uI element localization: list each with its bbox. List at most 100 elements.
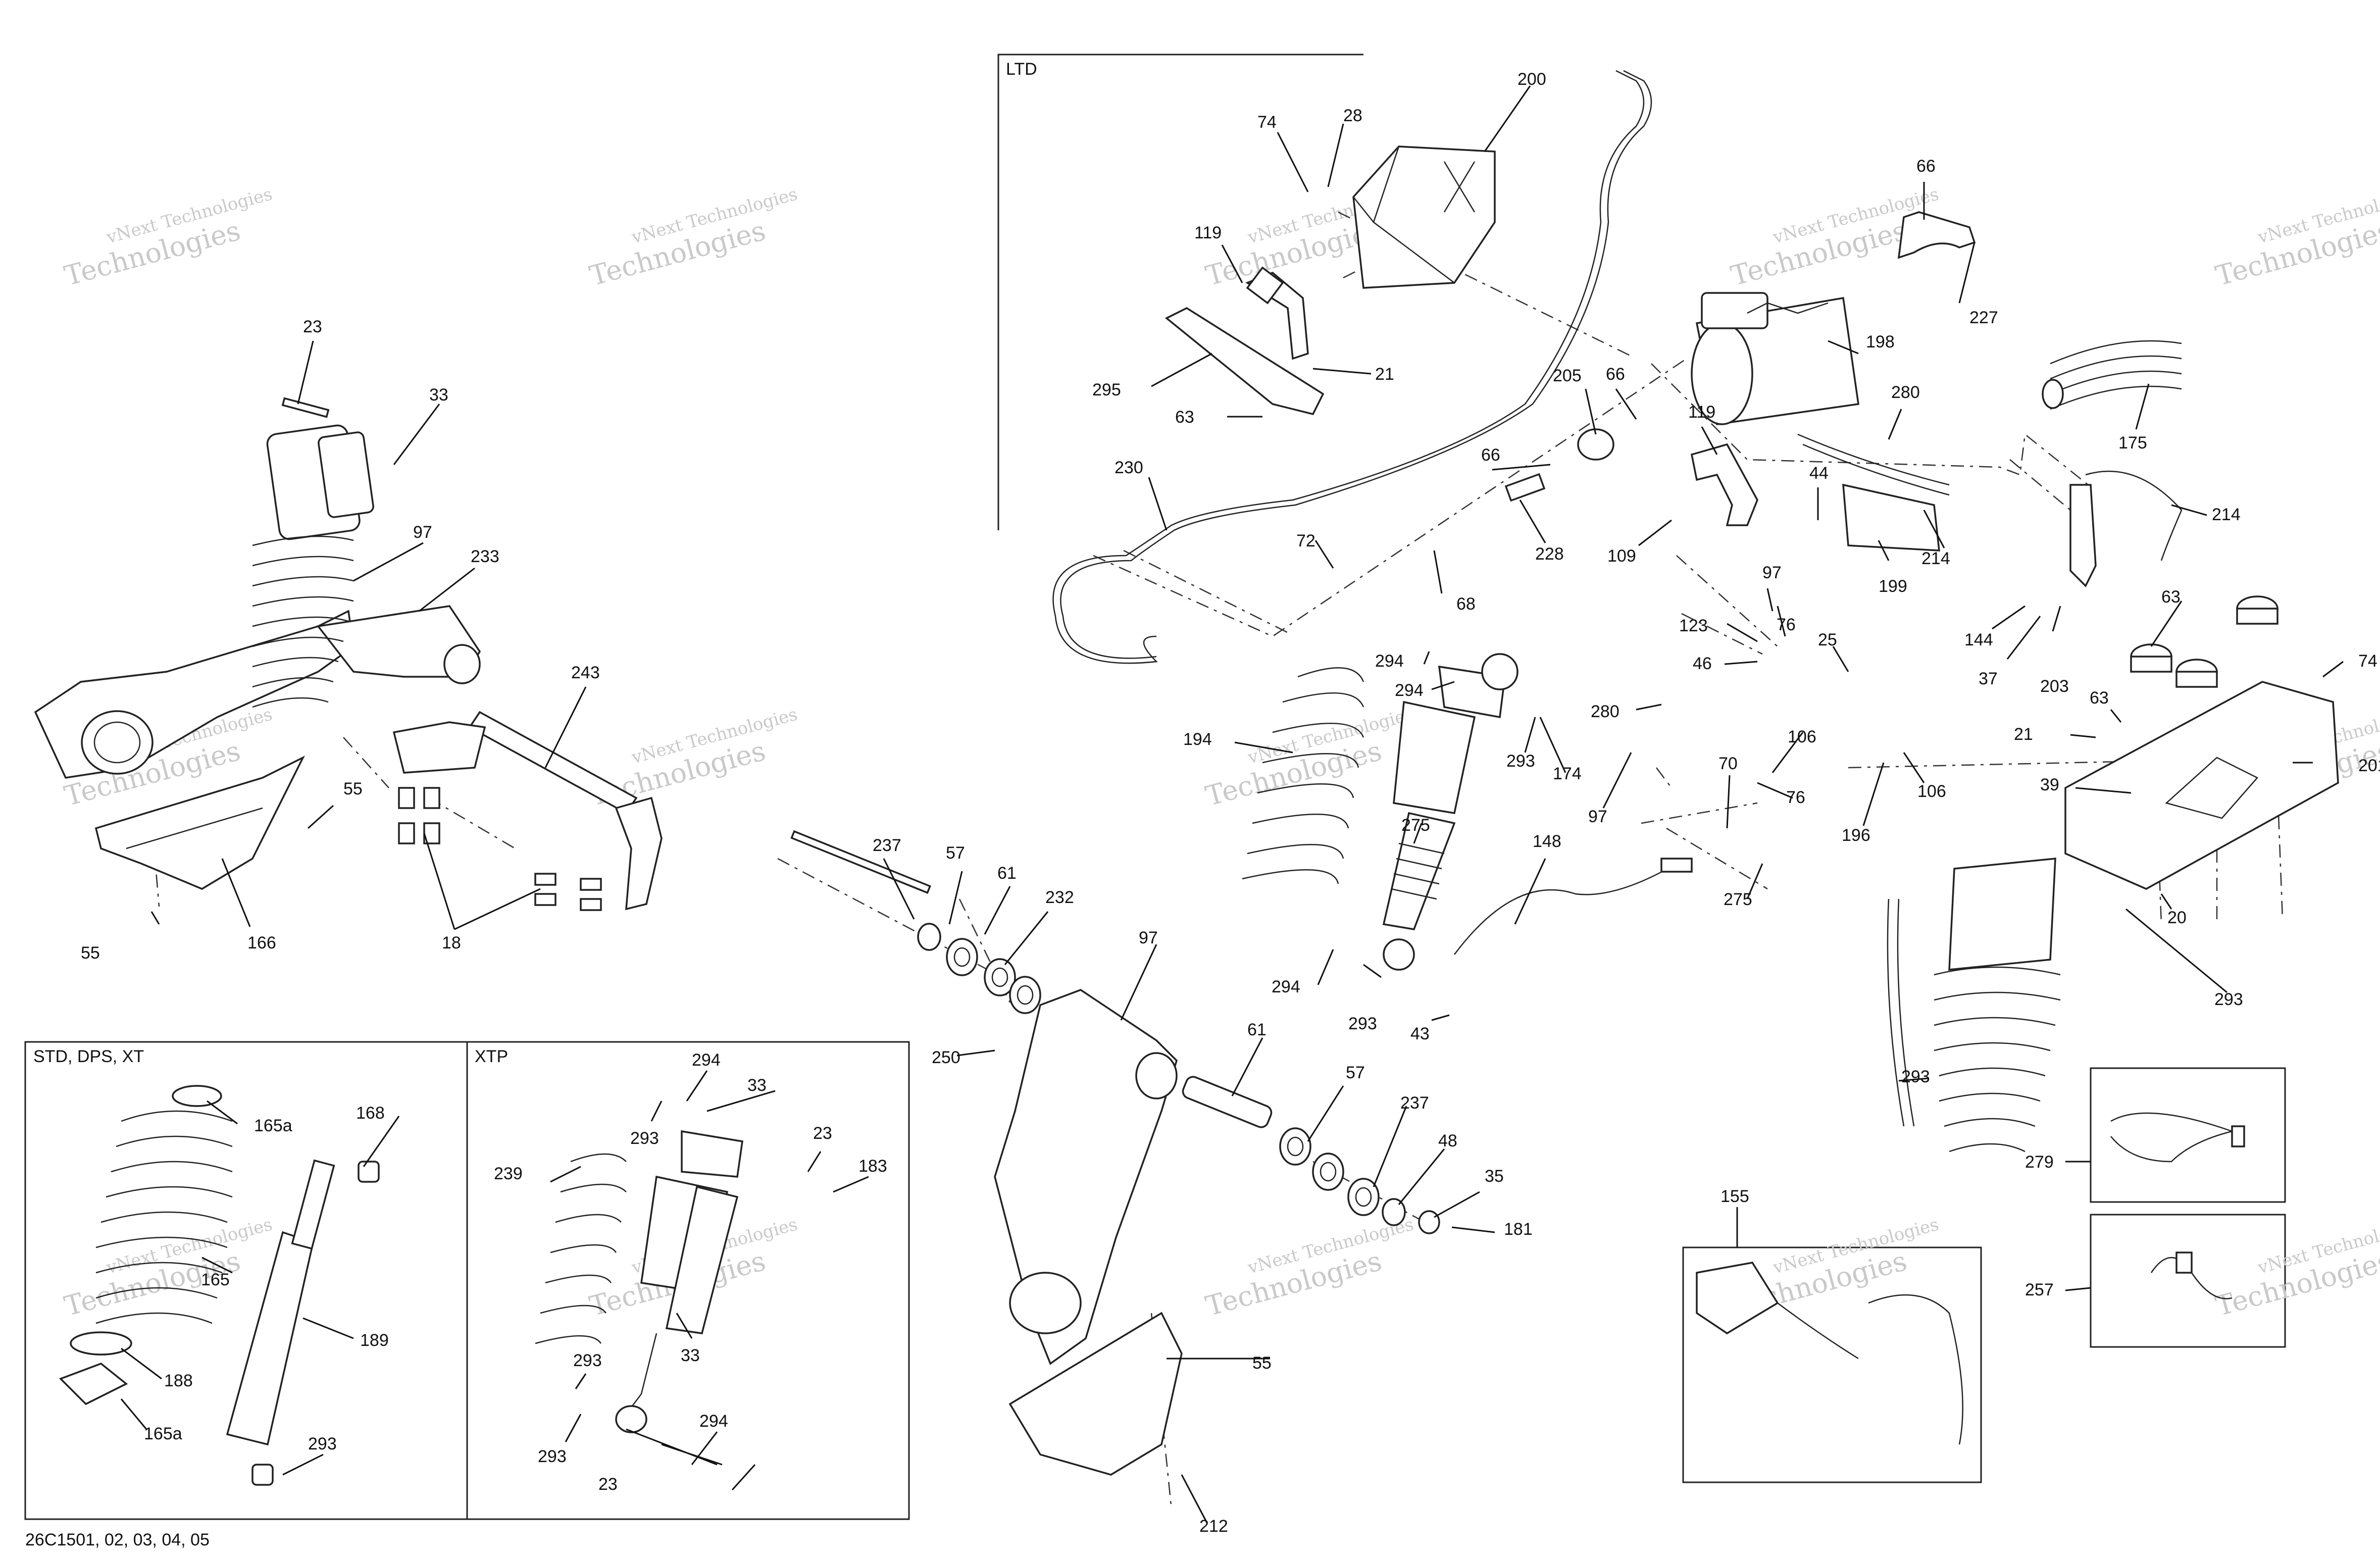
callout-label: 144 — [1964, 630, 1993, 649]
callout-label: 294 — [699, 1412, 728, 1431]
callout-label: 23 — [303, 317, 322, 336]
callout-label: 20 — [2167, 908, 2187, 927]
callout-label: 66 — [1481, 445, 1500, 465]
callout-label: 230 — [1115, 458, 1143, 477]
callout-label: 72 — [1296, 531, 1315, 550]
callout-label: 181 — [1504, 1220, 1533, 1239]
callout-label: 293 — [573, 1351, 602, 1370]
callout-label: 175 — [2118, 433, 2147, 453]
callout-label: 55 — [343, 779, 363, 798]
callout-label: 280 — [1591, 702, 1619, 721]
callout-label: 165 — [201, 1270, 230, 1289]
callout-label: 57 — [1346, 1063, 1365, 1082]
diagram-frames — [24, 54, 2286, 1520]
callout-label: 97 — [1588, 807, 1607, 826]
callout-label: 70 — [1718, 754, 1738, 773]
callout-label: 294 — [1375, 652, 1404, 671]
part-drawings — [34, 70, 2339, 1486]
callout-label: 183 — [858, 1157, 887, 1176]
callout-label: 39 — [2040, 775, 2059, 794]
callout-label: 68 — [1456, 594, 1476, 614]
callout-label: 243 — [571, 663, 600, 682]
callout-label: 74 — [1257, 113, 1277, 132]
callout-label: 44 — [1809, 464, 1829, 483]
callout-label: 166 — [247, 933, 276, 953]
callout-label: 199 — [1879, 577, 1907, 596]
callout-label: 119 — [1194, 223, 1222, 242]
callout-label: 201 — [2358, 756, 2380, 775]
leader-lines — [120, 85, 2344, 1523]
callout-label: 293 — [1506, 752, 1535, 771]
callout-label: 25 — [1818, 630, 1837, 649]
callout-label: 18 — [442, 933, 461, 953]
callout-label: 55 — [1252, 1354, 1272, 1373]
callout-label: 21 — [2014, 725, 2033, 744]
callout-label: 212 — [1199, 1517, 1228, 1536]
callout-label: 257 — [2025, 1280, 2054, 1299]
callout-label: 228 — [1535, 544, 1564, 564]
callout-label: 21 — [1375, 365, 1394, 384]
callout-label: 227 — [1969, 308, 1998, 327]
callout-label: 294 — [692, 1050, 721, 1070]
callout-label: 203 — [2040, 677, 2069, 696]
std-box-label: STD, DPS, XT — [33, 1047, 144, 1066]
callout-label: 97 — [1139, 928, 1158, 947]
callout-label: 76 — [1786, 788, 1805, 807]
callout-label: 23 — [598, 1475, 618, 1494]
callout-label: 55 — [81, 943, 100, 963]
callout-label: 293 — [2214, 990, 2243, 1009]
callout-label: 168 — [356, 1104, 385, 1123]
callout-label: 233 — [471, 547, 499, 566]
callout-label: 35 — [1485, 1167, 1504, 1186]
callout-label: 275 — [1724, 890, 1752, 909]
callout-label: 57 — [946, 843, 965, 863]
callout-label: 23 — [813, 1124, 832, 1143]
callout-label: 106 — [1917, 782, 1946, 801]
callout-label: 205 — [1553, 366, 1582, 385]
callout-label: 109 — [1607, 546, 1636, 566]
callout-label: 293 — [1901, 1067, 1930, 1086]
callout-label: 279 — [2025, 1153, 2054, 1172]
callout-label: 61 — [1247, 1020, 1267, 1039]
callout-label: 189 — [360, 1331, 389, 1350]
callout-label: 237 — [873, 836, 901, 855]
callout-label: 294 — [1272, 977, 1300, 996]
callout-label: 148 — [1533, 832, 1561, 851]
callout-label: 48 — [1438, 1131, 1457, 1150]
callout-label: 76 — [1777, 615, 1796, 634]
callout-label: 188 — [164, 1371, 193, 1390]
callout-label: 200 — [1517, 70, 1546, 89]
callout-labels: 23 33 97 233 243 55 55 166 18 74 28 200 … — [81, 70, 2380, 1536]
callout-label: 97 — [1762, 563, 1782, 582]
callout-label: 43 — [1410, 1024, 1430, 1043]
callout-label: 37 — [1979, 669, 1998, 688]
callout-label: 250 — [932, 1048, 960, 1067]
callout-label: 214 — [1921, 549, 1950, 568]
callout-label: 46 — [1693, 654, 1712, 673]
callout-label: 106 — [1788, 727, 1816, 746]
callout-label: 293 — [1348, 1014, 1377, 1033]
callout-label: 237 — [1400, 1093, 1429, 1113]
callout-label: 28 — [1343, 106, 1362, 125]
callout-label: 174 — [1553, 764, 1582, 783]
callout-label: 293 — [538, 1447, 567, 1466]
callout-label: 198 — [1866, 332, 1895, 352]
ltd-box-label: LTD — [1006, 60, 1037, 79]
callout-label: 194 — [1183, 730, 1212, 749]
callout-label: 275 — [1401, 816, 1430, 835]
callout-label: 295 — [1092, 380, 1121, 399]
callout-label: 33 — [429, 385, 448, 405]
callout-label: 123 — [1679, 616, 1708, 635]
callout-label: 33 — [681, 1346, 700, 1365]
callout-label: 280 — [1891, 383, 1920, 402]
callout-label: 63 — [1175, 408, 1194, 427]
callout-label: 232 — [1045, 888, 1074, 907]
xtp-box-label: XTP — [475, 1047, 508, 1066]
callout-label: 66 — [1606, 365, 1625, 384]
callout-label: 214 — [2212, 505, 2241, 524]
callout-label: 239 — [494, 1164, 523, 1183]
callout-label: 155 — [1720, 1187, 1749, 1206]
callout-label: 61 — [997, 864, 1017, 883]
callout-label: 33 — [747, 1076, 767, 1095]
